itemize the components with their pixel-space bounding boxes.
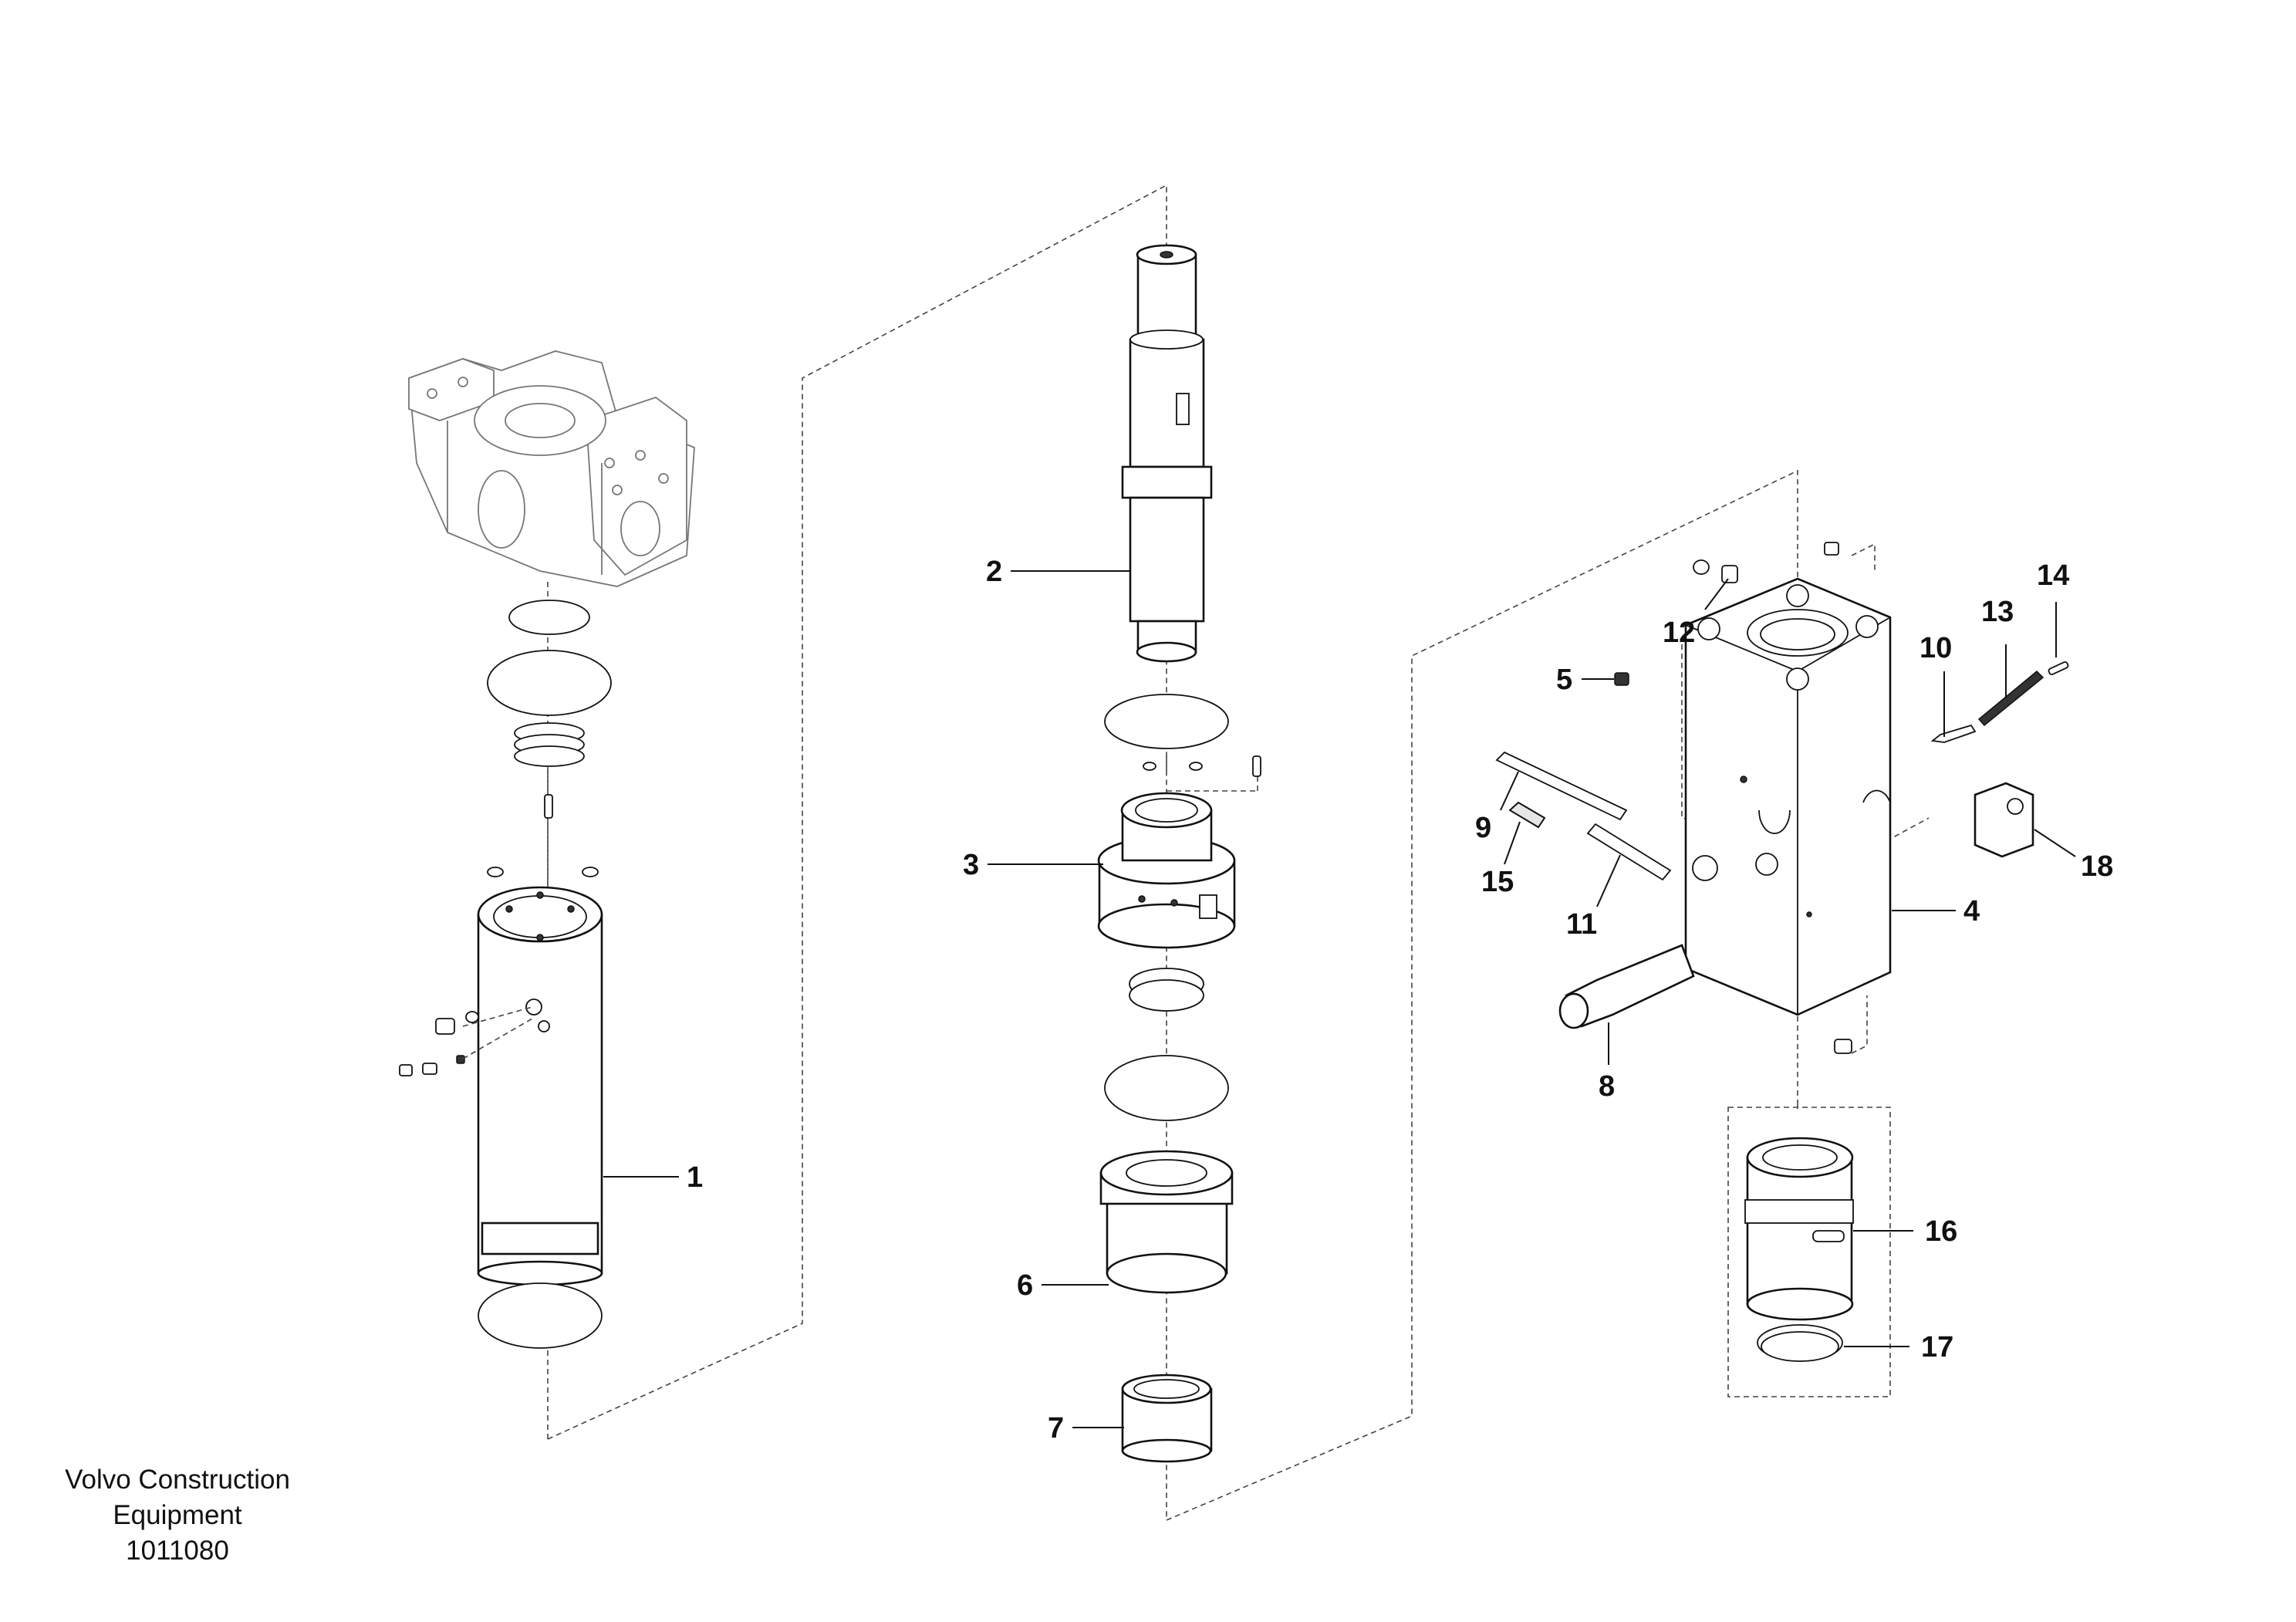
footer-company-line1: Volvo Construction — [65, 1465, 290, 1495]
part-1-cylinder — [477, 886, 603, 1286]
small-oring-b — [582, 867, 599, 877]
callout-9: 9 — [1475, 812, 1491, 844]
part-6-seal-housing — [1099, 1150, 1234, 1294]
callout-1: 1 — [687, 1161, 703, 1194]
part-5-set-screw — [1614, 672, 1629, 686]
o-ring-mid-upper — [1104, 694, 1229, 749]
callout-13: 13 — [1981, 596, 2014, 628]
callout-3: 3 — [963, 849, 979, 881]
callout-17: 17 — [1921, 1331, 1953, 1363]
callout-11: 11 — [1566, 908, 1597, 941]
plug-bottom-right — [1834, 1039, 1852, 1054]
footer-drawing-number: 1011080 — [126, 1536, 229, 1566]
callout-4: 4 — [1963, 895, 1980, 928]
part-18-block — [1974, 782, 2034, 858]
part-3-bushing — [1097, 792, 1236, 949]
small-oring-a — [487, 867, 504, 877]
part-7-sleeve — [1121, 1374, 1213, 1463]
callout-labels: 1 2 3 4 5 6 7 8 9 10 11 12 13 14 15 16 1… — [687, 556, 2113, 1445]
side-screws-left — [399, 1006, 533, 1076]
callout-15: 15 — [1481, 866, 1514, 898]
part-13-spring — [1977, 670, 2044, 727]
callout-5: 5 — [1556, 664, 1572, 696]
leader-lines — [603, 570, 2076, 1428]
head-housing-ghost — [408, 350, 695, 587]
part-14-pin — [2048, 661, 2069, 676]
o-ring-small-left — [508, 600, 590, 635]
part-12-plug — [1693, 542, 1839, 583]
part-16-sleeve — [1744, 1137, 1854, 1321]
seal-stack-mid — [1104, 968, 1229, 1121]
pins-mid — [1143, 755, 1261, 777]
callout-6: 6 — [1017, 1269, 1033, 1302]
callout-10: 10 — [1920, 632, 1952, 664]
callout-16: 16 — [1925, 1215, 1957, 1248]
callout-14: 14 — [2037, 559, 2069, 592]
spring-ring-3 — [514, 745, 585, 767]
o-ring-bottom-left — [478, 1282, 603, 1349]
part-2-shaft — [1121, 244, 1213, 663]
seal-stack-left — [487, 600, 612, 877]
part-4-valve-block — [1684, 577, 1892, 1016]
part-17-ring — [1757, 1324, 1843, 1362]
callout-7: 7 — [1048, 1412, 1064, 1445]
callout-2: 2 — [986, 556, 1002, 588]
callout-18: 18 — [2081, 850, 2113, 883]
footer-credit: Volvo Construction Equipment 1011080 — [23, 1462, 332, 1569]
part-8-piston — [1558, 944, 1695, 1029]
callout-12: 12 — [1663, 617, 1695, 649]
part-15-insert — [1508, 801, 1546, 829]
footer-company-line2: Equipment — [113, 1500, 242, 1530]
dowel-pin-left — [544, 794, 553, 819]
part-9-pin — [1495, 751, 1628, 821]
part-10-spacer — [1930, 724, 1977, 743]
part-11-pin — [1586, 823, 1672, 881]
o-ring-large-left — [487, 650, 612, 716]
callout-8: 8 — [1599, 1070, 1615, 1103]
